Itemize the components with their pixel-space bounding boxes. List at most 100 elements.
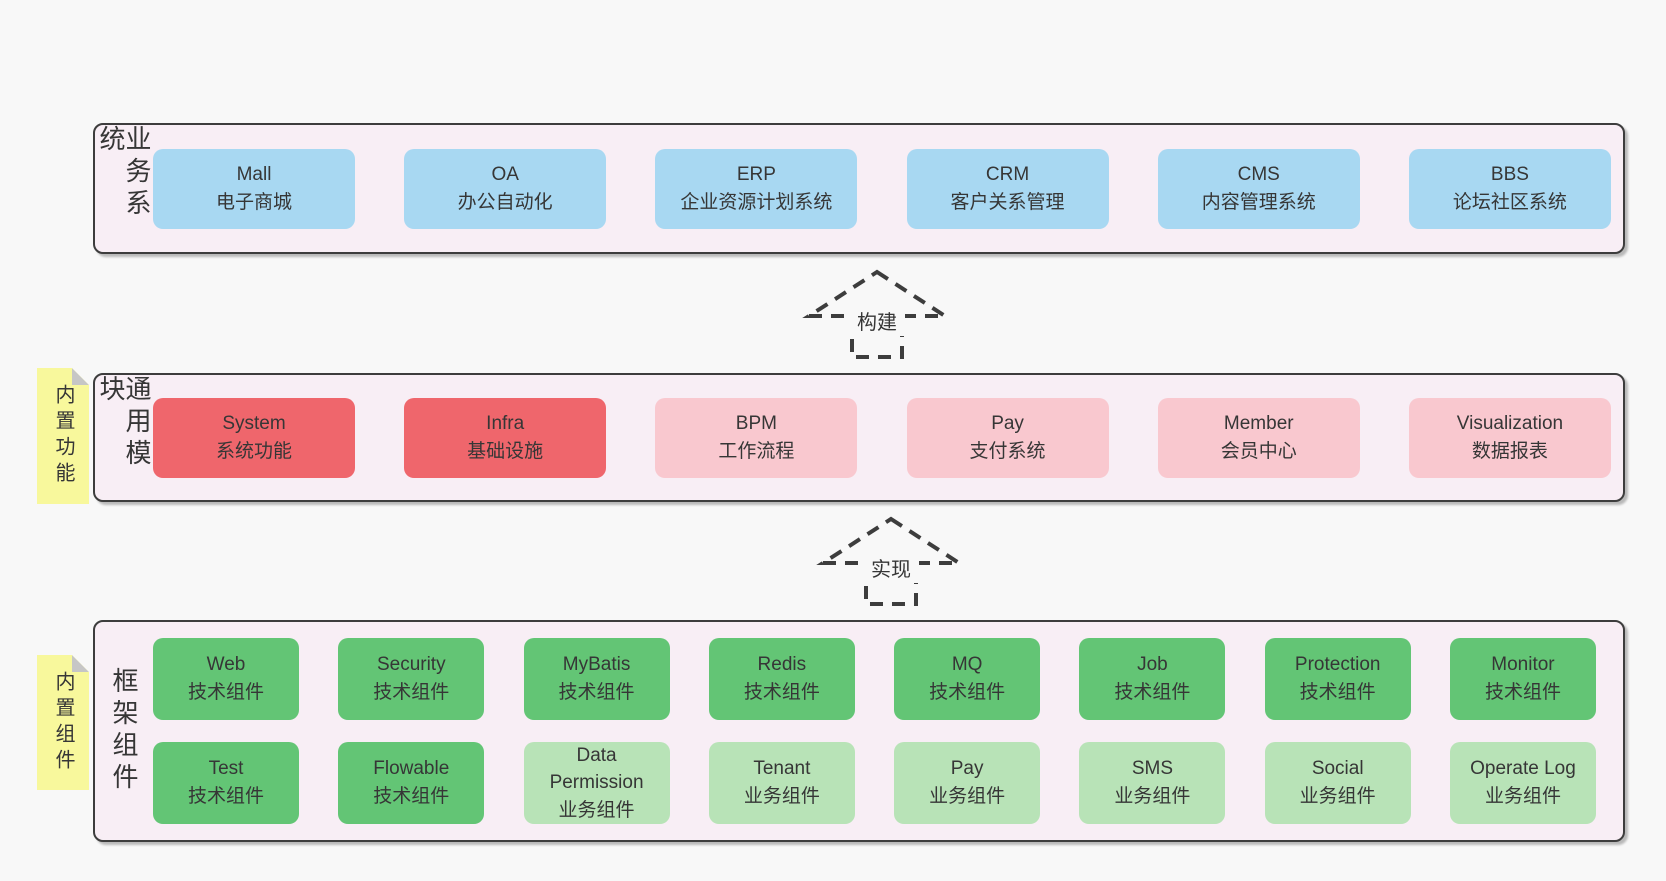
box-protection: Protection 技术组件 <box>1264 638 1411 720</box>
band-label-business-systems: 业务系统 <box>96 125 152 221</box>
box-security: Security 技术组件 <box>338 638 485 720</box>
sticky-built-in-components: 内置组件 <box>37 655 89 790</box>
box-title-zh: 技术组件 <box>1299 682 1376 703</box>
box-title-en: Tenant <box>753 758 811 780</box>
box-title-zh: 办公自动化 <box>457 191 553 213</box>
arrow-build: 构建 <box>802 268 952 360</box>
box-tenant: Tenant 业务组件 <box>708 742 855 824</box>
box-title-en: Redis <box>757 654 807 676</box>
box-bbs: BBS 论坛社区系统 <box>1408 148 1611 229</box>
box-title-zh: 业务组件 <box>558 799 635 821</box>
up-arrow-icon: 实现 <box>816 516 966 606</box>
box-title-zh: 技术组件 <box>187 682 264 703</box>
box-title-zh: 技术组件 <box>743 682 820 703</box>
box-oa: OA 办公自动化 <box>404 148 607 229</box>
box-title-zh: 会员中心 <box>1220 440 1297 462</box>
box-member: Member 会员中心 <box>1157 397 1360 478</box>
band-common-modules: 通用模块 System 系统功能 Infra 基础设施 BPM 工作流程 Pay… <box>93 373 1625 502</box>
sticky-label: 内置功能 <box>52 384 74 488</box>
box-sms: SMS 业务组件 <box>1079 742 1226 824</box>
box-title-zh: 技术组件 <box>558 682 635 703</box>
box-title-zh: 业务组件 <box>1299 786 1376 807</box>
band-label-framework-components: 框架组件 <box>109 667 139 795</box>
box-flowable: Flowable 技术组件 <box>338 742 485 824</box>
box-title-en: MyBatis <box>562 654 631 676</box>
band-label-common-modules: 通用模块 <box>96 375 152 471</box>
box-title-en: Pay <box>950 758 984 780</box>
box-title-en: Visualization <box>1456 412 1564 434</box>
box-title-en: Protection <box>1294 654 1381 676</box>
box-title-zh: 系统功能 <box>215 440 292 462</box>
box-pay: Pay 支付系统 <box>906 397 1109 478</box>
framework-components-row-1: Web 技术组件 Security 技术组件 MyBatis 技术组件 Redi… <box>153 638 1596 720</box>
box-mall: Mall 电子商城 <box>153 148 355 229</box>
box-title-zh: 技术组件 <box>373 786 450 807</box>
box-title-en: Data Permission <box>549 744 644 794</box>
box-title-en: Member <box>1223 412 1294 434</box>
box-title-en: Social <box>1311 758 1364 780</box>
box-title-zh: 业务组件 <box>929 786 1006 807</box>
arrow-implement-label: 实现 <box>871 558 911 581</box>
framework-components-row-2: Test 技术组件 Flowable 技术组件 Data Permission … <box>153 742 1596 824</box>
box-title-en: Security <box>376 654 446 676</box>
box-title-zh: 业务组件 <box>1484 786 1561 807</box>
box-title-en: Monitor <box>1491 654 1555 676</box>
box-title-en: CMS <box>1237 163 1280 185</box>
band-business-systems: 业务系统 Mall 电子商城 OA 办公自动化 ERP 企业资源计划系统 CRM… <box>93 123 1625 254</box>
box-web: Web 技术组件 <box>153 638 299 720</box>
sticky-built-in-features: 内置功能 <box>37 368 89 504</box>
box-infra: Infra 基础设施 <box>404 397 607 478</box>
box-title-en: CRM <box>985 163 1030 185</box>
box-title-en: OA <box>491 163 519 185</box>
box-title-en: SMS <box>1131 758 1173 780</box>
box-pay-business: Pay 业务组件 <box>894 742 1041 824</box>
box-system: System 系统功能 <box>153 397 355 478</box>
common-modules-boxes: System 系统功能 Infra 基础设施 BPM 工作流程 Pay 支付系统… <box>153 375 1611 500</box>
box-title-en: Job <box>1137 654 1168 676</box>
box-title-en: MQ <box>951 654 983 676</box>
folded-corner-icon <box>72 368 89 385</box>
box-title-en: Mall <box>236 163 272 185</box>
box-title-zh: 数据报表 <box>1471 440 1548 462</box>
up-arrow-icon: 构建 <box>802 269 952 359</box>
box-title-zh: 基础设施 <box>467 440 544 462</box>
box-redis: Redis 技术组件 <box>708 638 855 720</box>
box-cms: CMS 内容管理系统 <box>1157 148 1360 229</box>
box-title-zh: 技术组件 <box>1114 682 1191 703</box>
box-title-zh: 业务组件 <box>1114 786 1191 807</box>
box-title-en: Test <box>208 758 244 780</box>
box-title-zh: 企业资源计划系统 <box>680 191 833 213</box>
box-title-zh: 电子商城 <box>215 191 292 213</box>
box-test: Test 技术组件 <box>153 742 299 824</box>
box-title-en: Operate Log <box>1470 758 1576 780</box>
folded-corner-icon <box>72 655 89 672</box>
box-mq: MQ 技术组件 <box>894 638 1041 720</box>
box-title-en: Flowable <box>373 758 450 780</box>
box-title-en: BPM <box>735 412 777 434</box>
arrow-build-label: 构建 <box>857 311 897 334</box>
box-title-zh: 技术组件 <box>929 682 1006 703</box>
box-title-en: Infra <box>486 412 525 434</box>
box-monitor: Monitor 技术组件 <box>1449 638 1596 720</box>
box-data-permission: Data Permission 业务组件 <box>523 742 670 824</box>
box-mybatis: MyBatis 技术组件 <box>523 638 670 720</box>
box-title-en: System <box>222 412 286 434</box>
band-framework-components: 框架组件 Web 技术组件 Security 技术组件 MyBatis 技术组件… <box>93 620 1625 842</box>
box-bpm: BPM 工作流程 <box>655 397 858 478</box>
box-visualization: Visualization 数据报表 <box>1408 397 1611 478</box>
box-title-zh: 技术组件 <box>187 786 264 807</box>
box-title-zh: 技术组件 <box>373 682 450 703</box>
box-social: Social 业务组件 <box>1264 742 1411 824</box>
arrow-implement: 实现 <box>816 515 966 607</box>
box-job: Job 技术组件 <box>1079 638 1226 720</box>
framework-components-rows: Web 技术组件 Security 技术组件 MyBatis 技术组件 Redi… <box>153 622 1596 840</box>
sticky-label: 内置组件 <box>52 670 74 775</box>
box-title-zh: 论坛社区系统 <box>1452 191 1567 213</box>
box-title-en: ERP <box>736 163 776 185</box>
box-title-en: Pay <box>991 412 1024 434</box>
box-crm: CRM 客户关系管理 <box>906 148 1109 229</box>
box-title-zh: 工作流程 <box>718 440 795 462</box>
box-operate-log: Operate Log 业务组件 <box>1449 742 1596 824</box>
box-title-zh: 支付系统 <box>969 440 1046 462</box>
